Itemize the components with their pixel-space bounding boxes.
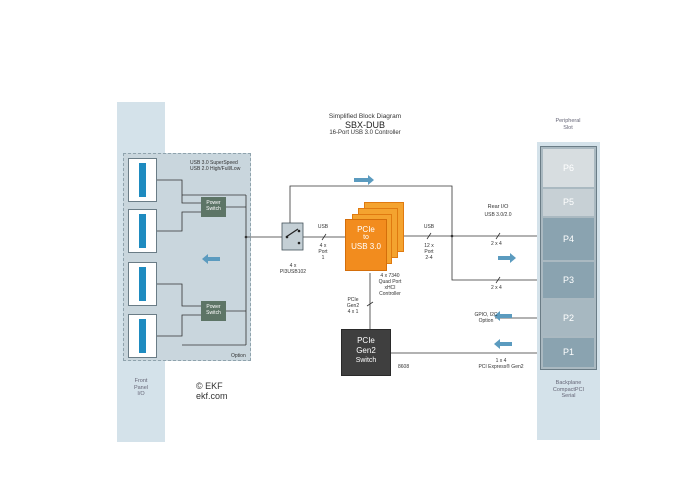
front-panel-caption: Front Panel I/O	[133, 378, 149, 397]
rear-bus1-label: 2 x 4	[491, 241, 502, 247]
slot-p5: P5	[543, 189, 594, 216]
mux-label: 4 x PI3USB102	[279, 263, 307, 275]
usb-port-3	[128, 262, 157, 306]
usb-mux-box	[281, 222, 304, 251]
power-switch-top: Power Switch	[201, 197, 226, 217]
usb-port-connector	[139, 163, 146, 197]
gpio-label: GPIO, I2C Option	[474, 312, 498, 324]
controller-sublabel: 4 x 7340 Quad Port xHCI Controller	[378, 273, 402, 297]
slot-p3: P3	[543, 262, 594, 298]
pcie-link-label: PCIe Gen2 4 x 1	[346, 297, 360, 315]
slot-p2: P2	[543, 300, 594, 336]
backplane-label: Backplane CompactPCI Serial	[552, 380, 585, 399]
usb-port-2	[128, 209, 157, 253]
usb-link-port1-detail: 4 x Port 1	[318, 243, 328, 261]
peripheral-slot-label: Peripheral Slot	[555, 118, 581, 131]
slot-p4: P4	[543, 218, 594, 260]
pcie-switch-part: 8608	[398, 364, 410, 370]
usb-port-connector	[139, 319, 146, 353]
rear-bus2-label: 2 x 4	[491, 285, 502, 291]
usb-port-connector	[139, 267, 146, 301]
usb-port-4	[128, 314, 157, 358]
usb-link-port2-label: USB	[423, 224, 435, 230]
pcie-gen2-switch: PCIe Gen2 Switch	[341, 329, 391, 376]
slot-p6: P6	[543, 149, 594, 187]
usb-link-port2-detail: 12 x Port 2-4	[424, 243, 434, 261]
pcie-usb-controller: PCIe to USB 3.0	[345, 219, 387, 271]
rear-io-label: Rear I/O	[487, 204, 509, 210]
usb-link-port1-label: USB	[317, 224, 329, 230]
pci-express-label: 1 x 4 PCI Express® Gen2	[478, 358, 524, 370]
diagram-header: Simplified Block Diagram SBX-DUB 16-Port…	[328, 113, 402, 136]
power-switch-bottom: Power Switch	[201, 301, 226, 321]
usb-port-1	[128, 158, 157, 202]
usb-port-connector	[139, 214, 146, 248]
rear-io-usb-label: USB 3.0/2.0	[484, 212, 512, 218]
arrow-icons	[202, 175, 516, 349]
option-label: Option	[231, 353, 246, 359]
usb-modes-label: USB 3.0 SuperSpeed USB 2.0 High/Full/Low	[190, 160, 241, 172]
slot-p1: P1	[543, 338, 594, 367]
brand-label: © EKF ekf.com	[196, 381, 228, 401]
